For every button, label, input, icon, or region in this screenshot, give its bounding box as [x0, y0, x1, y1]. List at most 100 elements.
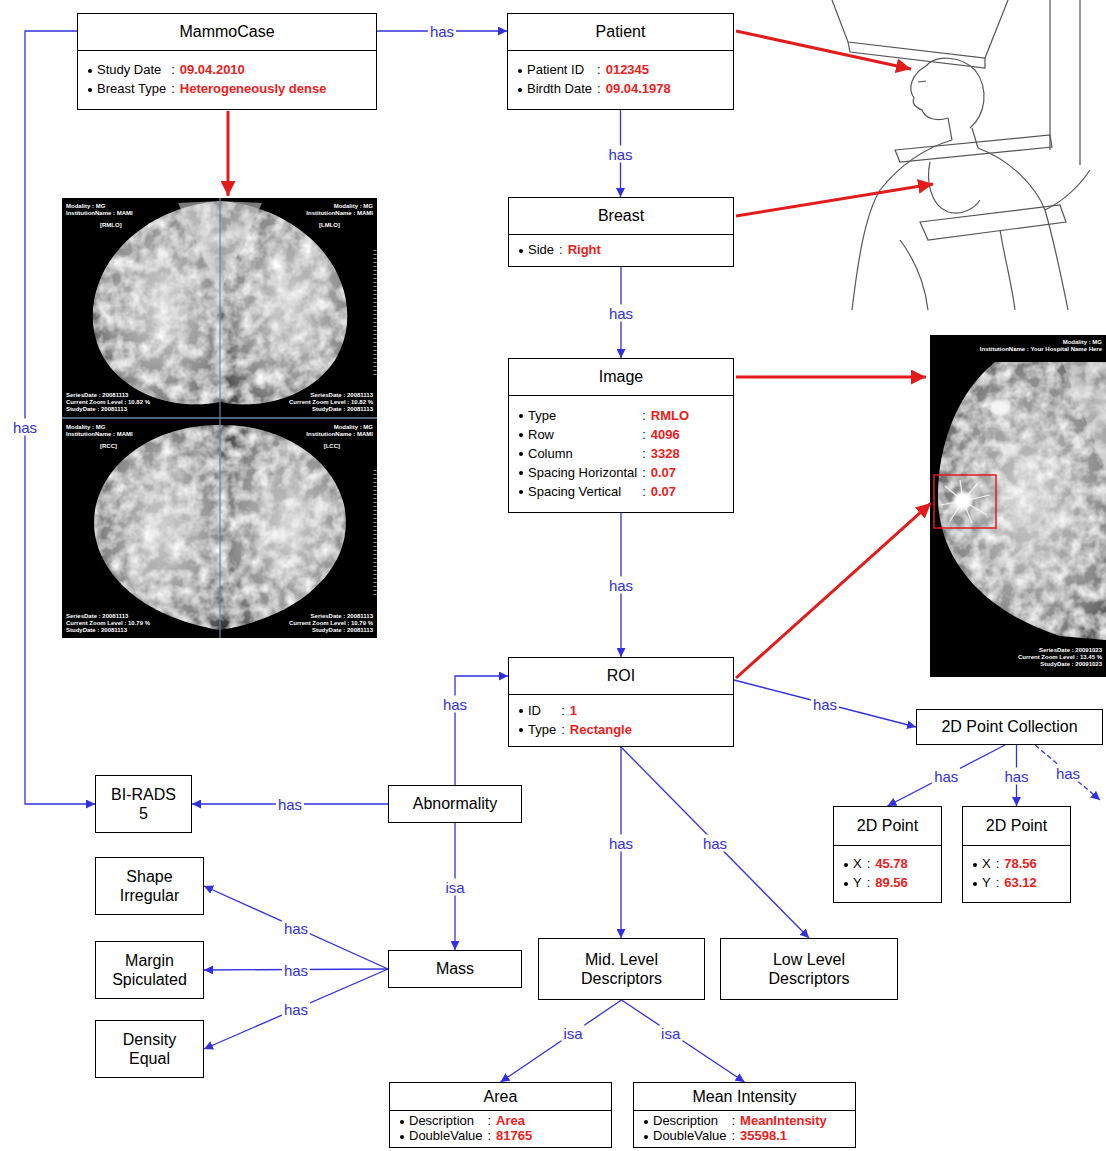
attribute-separator: :: [867, 876, 871, 891]
relation-arrow: [621, 747, 809, 938]
bullet-dot: [519, 490, 523, 494]
box-label: Mid. Level Descriptors: [551, 950, 692, 988]
concept-box: Abnormality: [388, 785, 522, 823]
attribute-list: Study Date:09.04.2010Breast Type:Heterog…: [78, 51, 376, 109]
relation-arrow: [501, 1000, 622, 1082]
image-annotation: SeriesDate : 20081113: [311, 613, 373, 619]
image-annotation: Current Zoom Level : 13.45 %: [1018, 654, 1102, 660]
box-title: 2D Point: [963, 807, 1070, 846]
attribute-value: 78.56: [1004, 857, 1037, 872]
relation-label: has: [606, 145, 634, 162]
box-title: MammoCase: [78, 14, 376, 51]
relation-arrow: [622, 1000, 745, 1082]
pectoral-muscle: [1062, 362, 1106, 470]
bullet-dot: [519, 433, 523, 437]
image-annotation: InstitutionName : MAMI: [66, 431, 133, 437]
image-annotation: InstitutionName : MAMI: [306, 431, 373, 437]
relation-label: isa: [562, 1024, 585, 1041]
relation-label: has: [701, 834, 729, 851]
attribute-value: 3328: [651, 447, 689, 462]
pectoral-muscle: [178, 201, 220, 292]
image-annotation: Current Zoom Level : 10.82 %: [66, 399, 150, 405]
concept-box: Margin Spiculated: [95, 941, 204, 999]
bullet-dot: [644, 1135, 648, 1139]
attribute-list: Patient ID:012345Birdth Date:09.04.1978: [508, 51, 733, 109]
image-annotation: [LMLO]: [319, 222, 340, 228]
relation-label: has: [276, 796, 304, 813]
attribute-separator: :: [642, 409, 646, 424]
attribute-list: ID:1Type:Rectangle: [509, 695, 733, 746]
relation-label: has: [428, 23, 456, 40]
class-box: Mean IntensityDescription:MeanIntensityD…: [633, 1082, 856, 1148]
bullet-dot: [400, 1135, 404, 1139]
box-label: BI-RADS 5: [108, 785, 179, 823]
mammogram-panel: [930, 335, 1106, 677]
image-annotation: Current Zoom Level : 10.79 %: [289, 620, 373, 626]
image-annotation: Current Zoom Level : 10.82 %: [289, 399, 373, 405]
attribute-value: 0.07: [651, 466, 689, 481]
class-box: BreastSide:Right: [508, 197, 734, 267]
patient-sketch: [832, 0, 1090, 310]
box-label: Margin Spiculated: [108, 951, 191, 989]
relation-label: has: [11, 418, 39, 435]
pointer-arrow: [736, 376, 926, 379]
bullet-dot: [519, 414, 523, 418]
class-box: ROIID:1Type:Rectangle: [508, 657, 734, 747]
roi-rectangle: [934, 475, 996, 528]
relation-label: has: [607, 304, 635, 321]
bullet-dot: [844, 863, 848, 867]
class-box: PatientPatient ID:012345Birdth Date:09.0…: [507, 13, 734, 110]
attribute-separator: :: [642, 466, 646, 481]
relation-label: isa: [443, 878, 466, 895]
relation-arrow: [734, 680, 916, 727]
breast-image: [94, 425, 220, 630]
ruler-ticks: [374, 250, 377, 375]
pointer-arrow: [736, 184, 933, 216]
attribute-name: Y: [982, 876, 991, 891]
attribute-list: Description:AreaDoubleValue:81765: [390, 1111, 611, 1147]
image-annotation: Modality : MG: [66, 424, 105, 430]
breast-image: [220, 425, 346, 630]
attribute-name: Spacing Horizontal: [528, 466, 637, 481]
breast-image: [220, 201, 347, 404]
attribute-separator: :: [642, 428, 646, 443]
relation-label: has: [282, 961, 310, 978]
breast-image: [93, 201, 220, 404]
ruler-ticks: [374, 470, 377, 598]
box-title: Area: [390, 1083, 611, 1111]
attribute-value: Right: [568, 243, 601, 258]
box-title: ROI: [509, 658, 733, 695]
concept-box: BI-RADS 5: [95, 775, 192, 833]
attribute-name: Side: [528, 243, 554, 258]
breast-image: [938, 362, 1106, 640]
box-title: Breast: [509, 198, 733, 235]
relation-label: isa: [659, 1024, 682, 1041]
image-annotation: Modality : MG: [66, 203, 105, 209]
relation-arrow: [204, 886, 388, 969]
relation-label: has: [441, 696, 469, 713]
box-label: Mass: [436, 959, 474, 978]
relation-label: has: [1054, 765, 1082, 782]
class-box: 2D PointX:45.78Y:89.56: [833, 806, 942, 903]
bullet-dot: [519, 709, 523, 713]
box-title: 2D Point: [834, 807, 941, 846]
bullet-dot: [973, 863, 977, 867]
attribute-name: Type: [528, 409, 637, 424]
attribute-name: Patient ID: [527, 63, 592, 78]
attribute-separator: :: [996, 857, 1000, 872]
bright-spot: [989, 400, 1011, 416]
box-label: 2D Point Collection: [941, 717, 1077, 736]
attribute-name: Study Date: [97, 63, 166, 78]
relation-label: has: [607, 834, 635, 851]
attribute-separator: :: [171, 63, 175, 78]
box-label: Abnormality: [413, 794, 497, 813]
image-annotation: StudyDate : 20081113: [66, 406, 127, 412]
bullet-dot: [973, 882, 977, 886]
attribute-separator: :: [731, 1129, 735, 1144]
attribute-separator: :: [487, 1129, 491, 1144]
image-annotation: [LCC]: [324, 443, 340, 449]
attribute-separator: :: [642, 485, 646, 500]
attribute-name: Breast Type: [97, 82, 166, 97]
relation-arrow: [888, 745, 1006, 806]
image-annotation: SeriesDate : 20081113: [311, 392, 373, 398]
